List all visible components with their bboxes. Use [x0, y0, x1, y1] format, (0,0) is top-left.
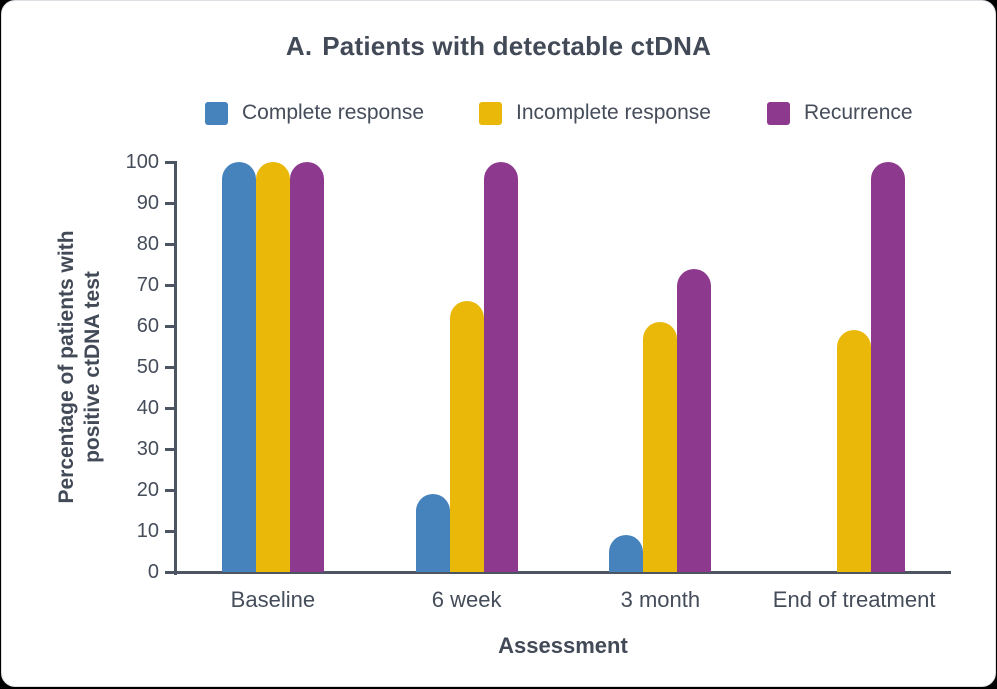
x-tick-label-end-of-treatment: End of treatment: [772, 587, 936, 612]
x-axis-line: [165, 571, 951, 574]
bar-6-week-incomplete-response: [449, 301, 484, 572]
legend-label: Complete response: [242, 101, 425, 124]
bar-end-of-treatment-incomplete-response: [837, 330, 872, 572]
bar-baseline-complete-response: [221, 162, 256, 572]
y-tick-mark: [165, 325, 176, 328]
y-tick-label: 80: [136, 233, 159, 255]
y-tick-label: 90: [136, 192, 159, 214]
y-tick-mark: [165, 489, 176, 492]
y-tick-label: 30: [136, 438, 159, 460]
bar-3-month-complete-response: [609, 535, 644, 572]
y-axis-title-line2: positive ctDNA test: [81, 271, 104, 463]
y-tick-label: 50: [136, 356, 159, 378]
bar-baseline-incomplete-response: [255, 162, 290, 572]
legend-swatch-incomplete-response: [479, 101, 502, 125]
y-tick-mark: [165, 202, 176, 205]
y-tick-label: 70: [136, 274, 159, 296]
y-tick-mark: [165, 448, 176, 451]
bar-6-week-recurrence: [483, 162, 518, 572]
y-tick-label: 10: [136, 520, 159, 542]
bar-3-month-incomplete-response: [643, 321, 678, 572]
legend-item-incomplete-response: Incomplete response: [479, 99, 711, 127]
y-tick-mark: [165, 284, 176, 287]
legend-swatch-complete-response: [205, 101, 228, 125]
y-axis-title: Percentage of patients with positive ctD…: [54, 157, 106, 577]
bar-end-of-treatment-recurrence: [871, 162, 906, 572]
y-tick-label: 100: [125, 151, 159, 173]
y-axis-title-line1: Percentage of patients with: [55, 230, 78, 504]
legend: Complete response Incomplete response Re…: [2, 99, 995, 129]
x-axis-title: Assessment: [498, 633, 628, 658]
chart-title-text: Patients with detectable ctDNA: [322, 31, 712, 61]
y-tick-label: 40: [136, 397, 159, 419]
x-tick-label-6-week: 6 week: [431, 587, 502, 612]
y-tick-label: 60: [136, 315, 159, 337]
legend-label: Recurrence: [804, 101, 913, 124]
legend-label: Incomplete response: [516, 101, 711, 124]
panel-label: A.: [285, 31, 313, 61]
y-tick-mark: [165, 161, 176, 164]
bar-baseline-recurrence: [289, 162, 324, 572]
chart-title: A. Patients with detectable ctDNA: [2, 31, 995, 62]
bar-3-month-recurrence: [677, 268, 712, 572]
x-tick-label-3-month: 3 month: [620, 587, 701, 612]
y-tick-mark: [165, 530, 176, 533]
legend-swatch-recurrence: [767, 101, 790, 125]
legend-item-recurrence: Recurrence: [767, 99, 913, 127]
y-tick-mark: [165, 243, 176, 246]
y-tick-mark: [165, 366, 176, 369]
y-tick-label: 20: [136, 479, 159, 501]
bar-6-week-complete-response: [415, 494, 450, 572]
x-tick-label-baseline: Baseline: [230, 587, 316, 612]
y-tick-mark: [165, 571, 176, 574]
y-tick-mark: [165, 407, 176, 410]
y-tick-label: 0: [147, 561, 159, 583]
legend-item-complete-response: Complete response: [205, 99, 424, 127]
